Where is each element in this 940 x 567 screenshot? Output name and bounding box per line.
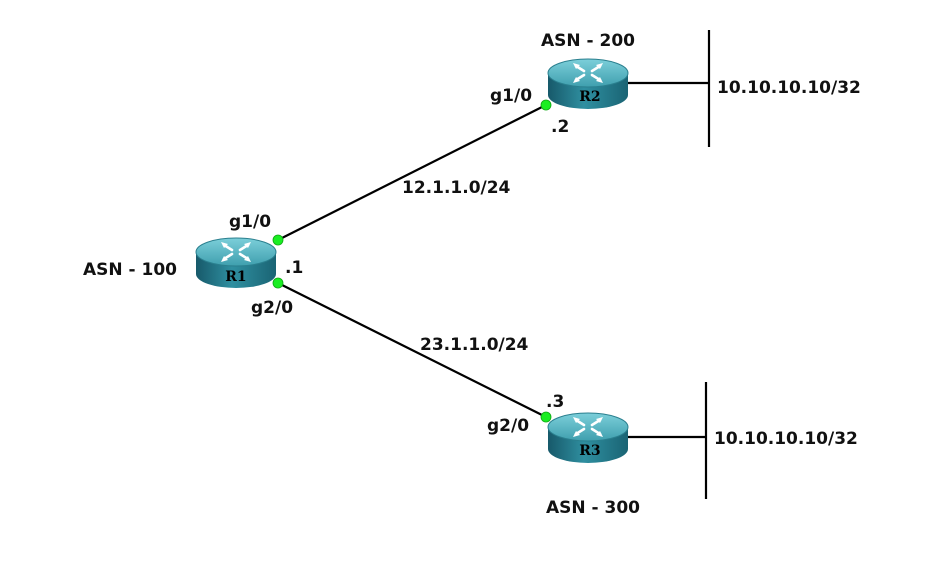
link-r1-r3: [277, 282, 547, 418]
router-r2[interactable]: R2: [546, 57, 630, 111]
router-r1-label: R1: [225, 269, 246, 285]
asn-label-r1: ASN - 100: [83, 260, 177, 280]
interface-label-r3-g2: g2/0: [487, 416, 529, 436]
router-r3-label: R3: [579, 443, 600, 459]
router-r2-label: R2: [579, 89, 600, 105]
lan-prefix-label-r2: 10.10.10.10/32: [717, 78, 861, 98]
interface-label-r1-g2: g2/0: [251, 298, 293, 318]
router-r1[interactable]: R1: [194, 236, 278, 290]
asn-label-r3: ASN - 300: [546, 498, 640, 518]
asn-label-r2: ASN - 200: [541, 31, 635, 51]
link-r1-r2: [277, 104, 547, 241]
interface-dot-icon[interactable]: [540, 99, 552, 111]
interface-dot-icon[interactable]: [272, 234, 284, 246]
lan-prefix-label-r3: 10.10.10.10/32: [714, 429, 858, 449]
host-label-r1: .1: [285, 258, 303, 278]
subnet-label-r1-r2: 12.1.1.0/24: [402, 178, 511, 198]
interface-label-r2-g1: g1/0: [490, 86, 532, 106]
router-r3[interactable]: R3: [546, 411, 630, 465]
interface-dot-icon[interactable]: [272, 277, 284, 289]
subnet-label-r1-r3: 23.1.1.0/24: [420, 335, 529, 355]
host-label-r2: .2: [551, 117, 569, 137]
interface-label-r1-g1: g1/0: [229, 212, 271, 232]
host-label-r3: .3: [546, 392, 564, 412]
interface-dot-icon[interactable]: [540, 411, 552, 423]
